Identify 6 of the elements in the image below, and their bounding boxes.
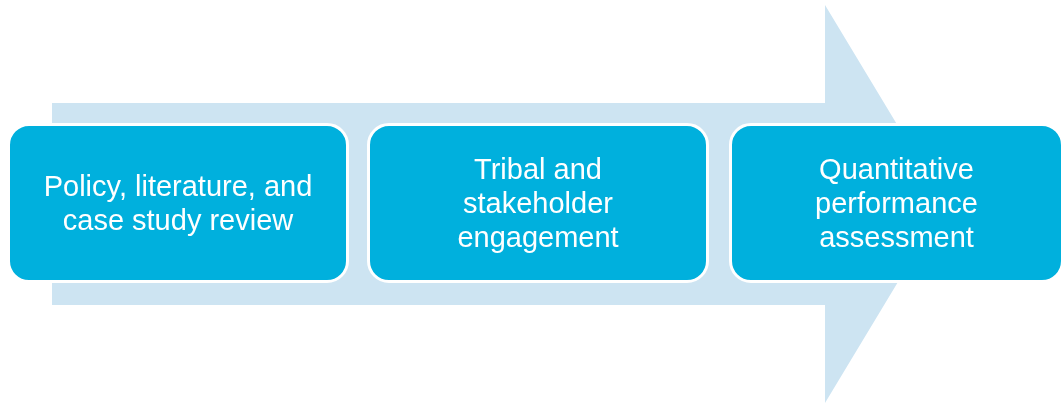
process-box bbox=[729, 123, 1064, 283]
step-text: Policy, literature, and case study review bbox=[42, 169, 314, 237]
process-box bbox=[7, 123, 349, 283]
step-text: Tribal and stakeholder engagement bbox=[456, 152, 620, 254]
step-text: Quantitative performance assessment bbox=[814, 152, 979, 254]
process-box bbox=[367, 123, 709, 283]
